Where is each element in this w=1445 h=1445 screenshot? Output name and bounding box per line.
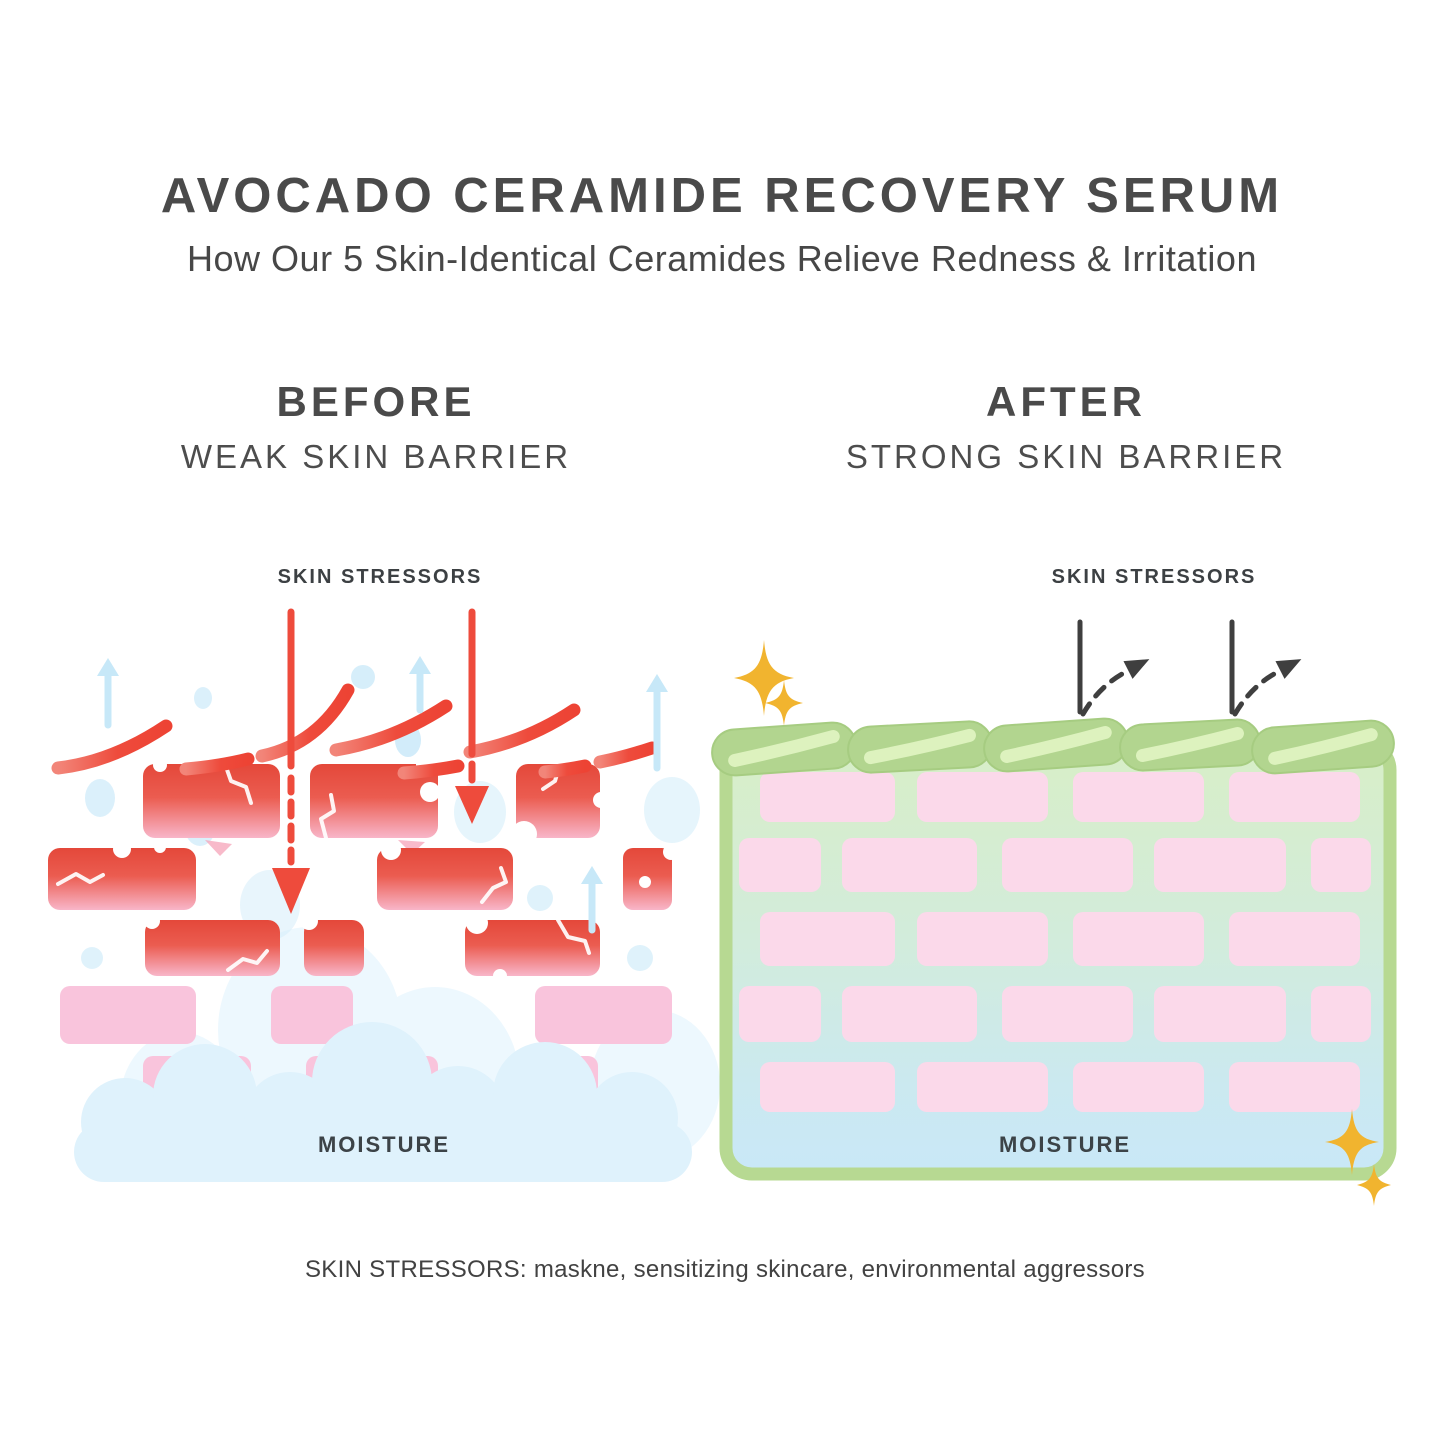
before-stressors-label: SKIN STRESSORS [277,566,483,588]
after-moisture-label: MOISTURE [998,1132,1132,1157]
after-stressors-label: SKIN STRESSORS [1051,566,1257,588]
intact-brick-rows [739,772,1371,1112]
damaged-barrier-swooshes [51,683,659,780]
broken-brick-row-1 [143,758,609,856]
footer-caption: SKIN STRESSORS: maskne, sensitizing skin… [305,1256,1145,1283]
broken-brick-row-3 [144,912,600,983]
before-diagram [48,608,720,1182]
deflect-arrow-icon-2 [1229,619,1302,717]
sparkle-icon-top [734,640,803,726]
before-subheading: WEAK SKIN BARRIER [180,438,572,475]
moisture-up-arrow-icons [97,656,668,934]
page-title: AVOCADO CERAMIDE RECOVERY SERUM [160,169,1284,223]
stressor-down-arrow-icon-2 [455,608,489,824]
after-subheading: STRONG SKIN BARRIER [845,438,1287,475]
before-moisture-label: MOISTURE [317,1132,451,1157]
before-heading: BEFORE [276,378,476,425]
moisture-cloud [74,1022,692,1182]
broken-brick-row-2 [48,840,679,910]
stressor-down-arrow-icon-1 [272,608,310,914]
page-subtitle: How Our 5 Skin-Identical Ceramides Relie… [187,238,1257,279]
sparkle-icon-bottom [1325,1109,1391,1206]
deflect-arrow-icon-1 [1077,619,1150,717]
barrier-shingle-row [711,717,1395,777]
after-heading: AFTER [986,378,1146,425]
after-diagram [711,619,1397,1206]
